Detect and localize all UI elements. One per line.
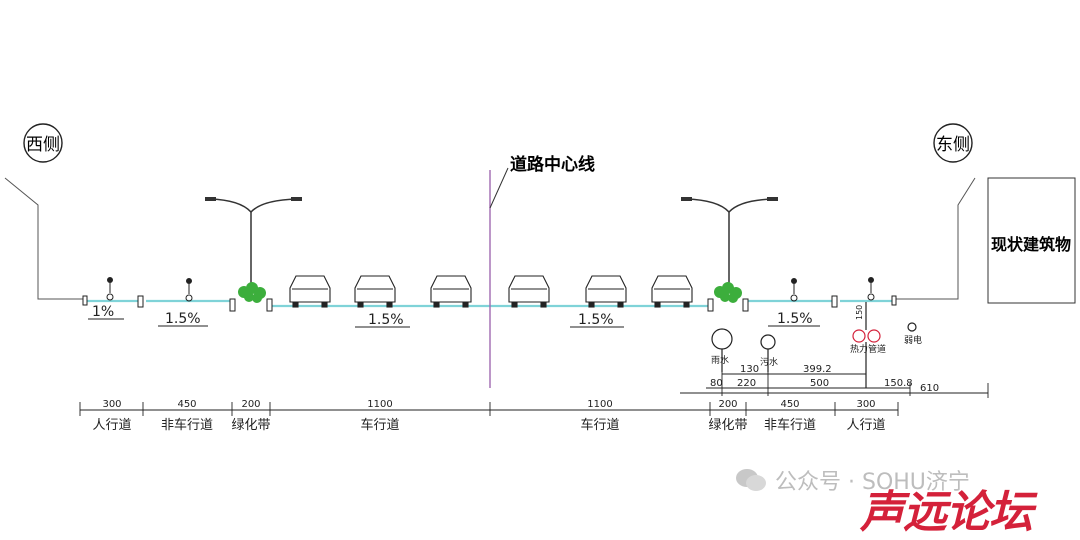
- dim-150: 150.8: [884, 378, 913, 389]
- car-icon: [508, 275, 550, 308]
- tree-east: [714, 282, 742, 303]
- dim-220: 220: [737, 378, 756, 389]
- west-boundary-line: [4, 177, 84, 300]
- storm-label: 雨水: [711, 354, 729, 366]
- dim-610: 610: [920, 383, 939, 394]
- existing-building: 现状建筑物: [987, 177, 1076, 304]
- segment-width: 200: [241, 399, 260, 410]
- segment-width: 450: [780, 399, 799, 410]
- segment-name: 绿化带: [231, 418, 270, 433]
- telecom-label: 弱电: [904, 334, 922, 346]
- cyclist-icon: [867, 277, 875, 301]
- car-icon: [430, 275, 472, 308]
- segment-width: 1100: [587, 399, 612, 410]
- segment-name: 人行道: [92, 418, 131, 433]
- slope-east-lane: 1.5%: [578, 312, 614, 328]
- sewage-label: 污水: [760, 356, 778, 368]
- tree-west: [238, 282, 266, 303]
- segment-labels: 300 人行道 450 非车行道 200 绿化带 1100 车行道 1100 车…: [92, 399, 885, 433]
- centerline-leader: [489, 167, 509, 209]
- dim-130: 130: [740, 364, 759, 375]
- segment-name: 非车行道: [161, 417, 213, 433]
- heat-depth-label: 150: [855, 305, 864, 320]
- dim-500: 500: [810, 378, 829, 389]
- west-side-label: 西侧: [26, 135, 60, 155]
- road-cross-section: 西侧 东侧 现状建筑物 道路中心线: [4, 123, 1076, 433]
- east-side-label: 东侧: [936, 135, 970, 155]
- car-icon: [354, 275, 396, 308]
- street-lamp-east: [681, 197, 778, 290]
- existing-building-label: 现状建筑物: [991, 235, 1071, 254]
- dim-80: 80: [710, 378, 723, 389]
- segment-name: 人行道: [846, 418, 885, 433]
- east-boundary-line: [895, 177, 976, 300]
- slope-labels: 1% 1.5% 1.5% 1.5% 1.5%: [88, 304, 820, 328]
- utility-dims: [680, 370, 989, 398]
- segment-width: 300: [856, 399, 875, 410]
- telecom-pipe: [907, 322, 917, 332]
- storm-pipe: [711, 328, 733, 350]
- cyclist-icon: [790, 278, 798, 302]
- car-icon: [289, 275, 331, 308]
- segment-width: 1100: [367, 399, 392, 410]
- wechat-icon: [736, 469, 766, 491]
- utilities: [711, 302, 917, 388]
- segment-name: 车行道: [580, 417, 619, 433]
- west-side-marker: 西侧: [23, 123, 63, 163]
- curbs: [82, 295, 897, 312]
- car-icon: [585, 275, 627, 308]
- heat-pipe-1: [852, 329, 866, 343]
- watermark-text: 公众号 · SOHU济宁: [775, 470, 970, 495]
- watermark: 公众号 · SOHU济宁: [735, 462, 970, 498]
- segment-width: 300: [102, 399, 121, 410]
- east-side-marker: 东侧: [933, 123, 973, 163]
- slope-west-lane: 1.5%: [368, 312, 404, 328]
- segment-width: 450: [177, 399, 196, 410]
- dim-399: 399.2: [803, 364, 832, 375]
- brand-logo: 声远论坛: [860, 487, 1033, 538]
- slope-east-bike: 1.5%: [777, 311, 813, 327]
- heat-label: 热力管道: [850, 343, 886, 355]
- segment-name: 非车行道: [764, 417, 816, 433]
- segment-width: 200: [718, 399, 737, 410]
- segment-name: 绿化带: [708, 418, 747, 433]
- main-dimension-line: [79, 402, 899, 416]
- street-lamp-west: [205, 197, 302, 290]
- slope-west-sidewalk: 1%: [92, 304, 114, 320]
- heat-pipe-2: [867, 329, 881, 343]
- centerline-label: 道路中心线: [510, 154, 595, 175]
- cyclist-icon: [185, 278, 193, 302]
- segment-name: 车行道: [360, 417, 399, 433]
- car-icon: [651, 275, 693, 308]
- slope-west-bike: 1.5%: [165, 311, 201, 327]
- cars: [289, 275, 693, 308]
- cyclist-icon: [106, 277, 114, 301]
- sewage-pipe: [760, 334, 776, 350]
